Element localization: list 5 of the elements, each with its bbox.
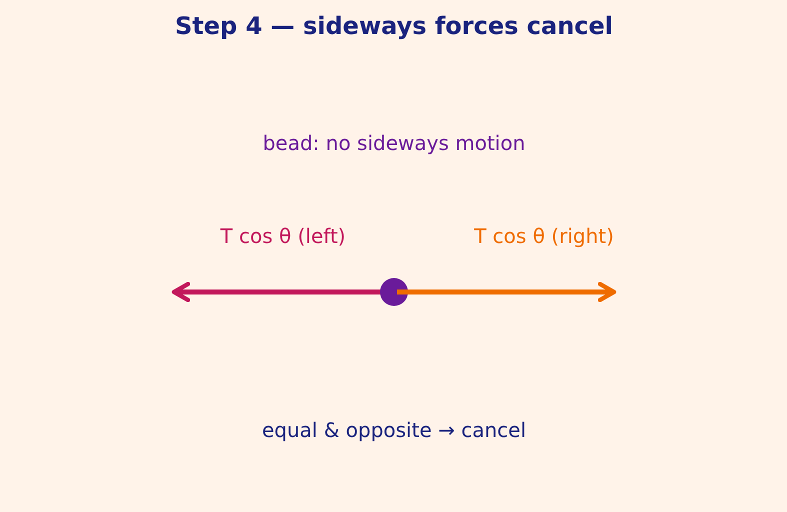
force-label: T cos θ (left) <box>220 224 346 248</box>
note-text: bead: no sideways motion <box>262 131 526 155</box>
note-text: equal & opposite → cancel <box>262 418 526 442</box>
force-label: T cos θ (right) <box>474 224 614 248</box>
diagram-title: Step 4 — sideways forces cancel <box>175 12 613 40</box>
